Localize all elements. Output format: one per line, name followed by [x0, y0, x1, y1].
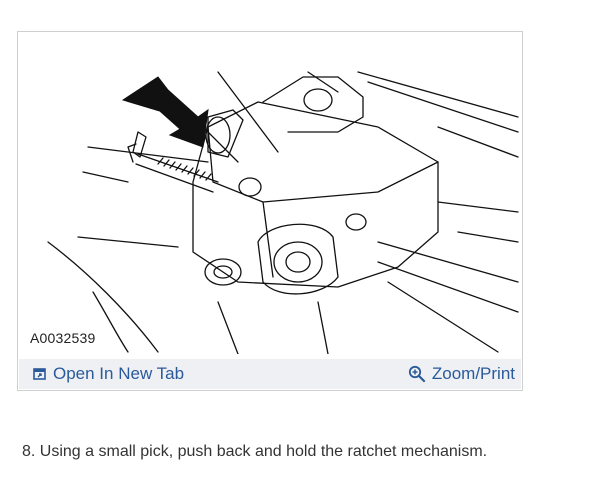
figure-id-label: A0032539: [30, 330, 96, 346]
open-in-new-tab-label: Open In New Tab: [53, 364, 185, 383]
zoom-print-button[interactable]: Zoom/Print: [408, 364, 515, 384]
zoom-print-label: Zoom/Print: [431, 364, 515, 383]
magnifier-plus-icon: [408, 365, 426, 383]
figure-toolbar: Open In New Tab Zoom/Print: [19, 359, 521, 389]
open-in-new-tab-button[interactable]: Open In New Tab: [33, 364, 184, 384]
figure-panel: A0032539 Open In New Tab Zoom/Print: [17, 31, 523, 391]
open-new-tab-icon: [33, 367, 47, 381]
timing-chain-tensioner-illustration: [47, 71, 519, 354]
step-instruction: 8. Using a small pick, push back and hol…: [22, 443, 488, 460]
